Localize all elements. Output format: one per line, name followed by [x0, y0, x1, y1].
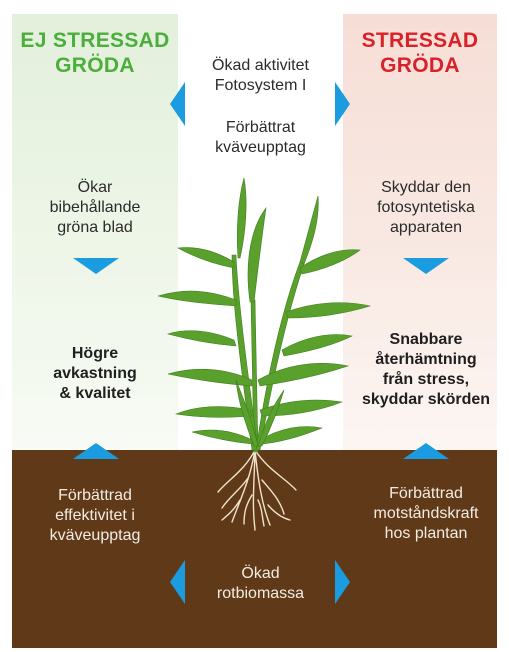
resistance-line: Förbättrad — [343, 484, 509, 504]
non-stressed-title-line2: GRÖDA — [12, 53, 178, 78]
plant-leaves — [158, 178, 370, 452]
resistance-line: motståndskraft — [343, 504, 509, 524]
protect-line: Skyddar den — [343, 178, 509, 198]
photosystem-line: Fotosystem I — [178, 76, 343, 96]
protect-line: fotosyntetiska — [343, 198, 509, 218]
arrow-down-icon — [73, 258, 119, 274]
root-biomass-line: Ökad — [178, 564, 343, 584]
arrow-left-icon — [170, 560, 185, 604]
recovery-label: Snabbare återhämtning från stress, skydd… — [343, 330, 509, 410]
protect-label: Skyddar den fotosyntetiska apparaten — [343, 178, 509, 238]
recovery-line: Snabbare — [343, 330, 509, 350]
nitrogen-line: Förbättrat — [178, 118, 343, 138]
root-biomass-label: Ökad rotbiomassa — [178, 564, 343, 604]
photosystem-line: Ökad aktivitet — [178, 56, 343, 76]
photosystem-label: Ökad aktivitet Fotosystem I — [178, 56, 343, 96]
green-leaves-line: Ökar — [12, 178, 178, 198]
protect-line: apparaten — [343, 218, 509, 238]
nitrogen-efficiency-line: kväveupptag — [12, 526, 178, 546]
resistance-line: hos plantan — [343, 524, 509, 544]
arrow-up-icon — [403, 443, 449, 459]
stressed-title: STRESSAD GRÖDA — [343, 28, 497, 78]
green-leaves-line: bibehållande — [12, 198, 178, 218]
yield-line: & kvalitet — [12, 384, 178, 404]
root-biomass-line: rotbiomassa — [178, 584, 343, 604]
arrow-right-icon — [335, 560, 350, 604]
arrow-down-icon — [403, 258, 449, 274]
non-stressed-title: EJ STRESSAD GRÖDA — [12, 28, 178, 78]
nitrogen-label: Förbättrat kväveupptag — [178, 118, 343, 158]
stressed-title-line2: GRÖDA — [343, 53, 497, 78]
roots — [218, 450, 296, 530]
yield-line: Högre — [12, 344, 178, 364]
green-leaves-line: gröna blad — [12, 218, 178, 238]
green-leaves-label: Ökar bibehållande gröna blad — [12, 178, 178, 238]
resistance-label: Förbättrad motståndskraft hos plantan — [343, 484, 509, 544]
recovery-line: skyddar skörden — [343, 390, 509, 410]
nitrogen-efficiency-line: Förbättrad — [12, 486, 178, 506]
yield-label: Högre avkastning & kvalitet — [12, 344, 178, 404]
recovery-line: från stress, — [343, 370, 509, 390]
yield-line: avkastning — [12, 364, 178, 384]
non-stressed-title-line1: EJ STRESSAD — [12, 28, 178, 53]
recovery-line: återhämtning — [343, 350, 509, 370]
stressed-title-line1: STRESSAD — [343, 28, 497, 53]
nitrogen-efficiency-line: effektivitet i — [12, 506, 178, 526]
arrow-up-icon — [73, 443, 119, 459]
nitrogen-efficiency-label: Förbättrad effektivitet i kväveupptag — [12, 486, 178, 546]
nitrogen-line: kväveupptag — [178, 138, 343, 158]
